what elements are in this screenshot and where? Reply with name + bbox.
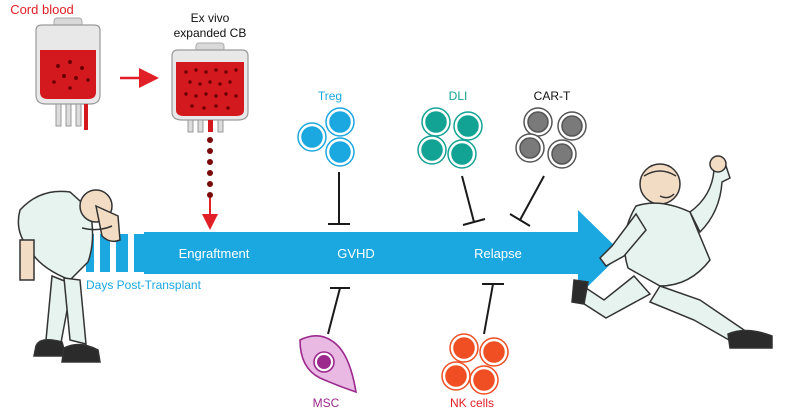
engraftment-label: Engraftment [179,246,250,261]
car-t-inhibition-line [509,175,545,227]
gvhd-label: GVHD [337,246,375,261]
relapse-label: Relapse [474,246,522,261]
treg-label: Treg [318,89,342,103]
nk-cells-icon [441,333,509,395]
ex-vivo-label-line1: Ex vivo [191,11,230,25]
hunched-patient-icon [17,189,121,363]
msc-cell-icon [299,335,358,394]
infusion-drops [207,137,213,198]
treg-inhibition-line [328,172,350,225]
days-post-transplant-label: Days Post-Transplant [86,278,202,292]
dli-label: DLI [449,89,468,103]
nk-inhibition-line [482,283,504,335]
msc-inhibition-line [327,287,350,335]
dli-cells-icon [417,107,483,169]
car-t-cells-icon [515,107,587,169]
dli-inhibition-line [461,175,486,226]
nk-cells-label: NK cells [450,396,494,410]
expanded-cb-bag-icon [171,42,249,133]
ex-vivo-label-line2: expanded CB [174,26,247,40]
cord-blood-bag-icon [35,17,101,130]
car-t-label: CAR-T [534,89,571,103]
treg-cells-icon [297,107,355,167]
msc-label: MSC [313,396,340,410]
cord-blood-label: Cord blood [10,2,74,17]
running-patient-icon [571,155,773,349]
